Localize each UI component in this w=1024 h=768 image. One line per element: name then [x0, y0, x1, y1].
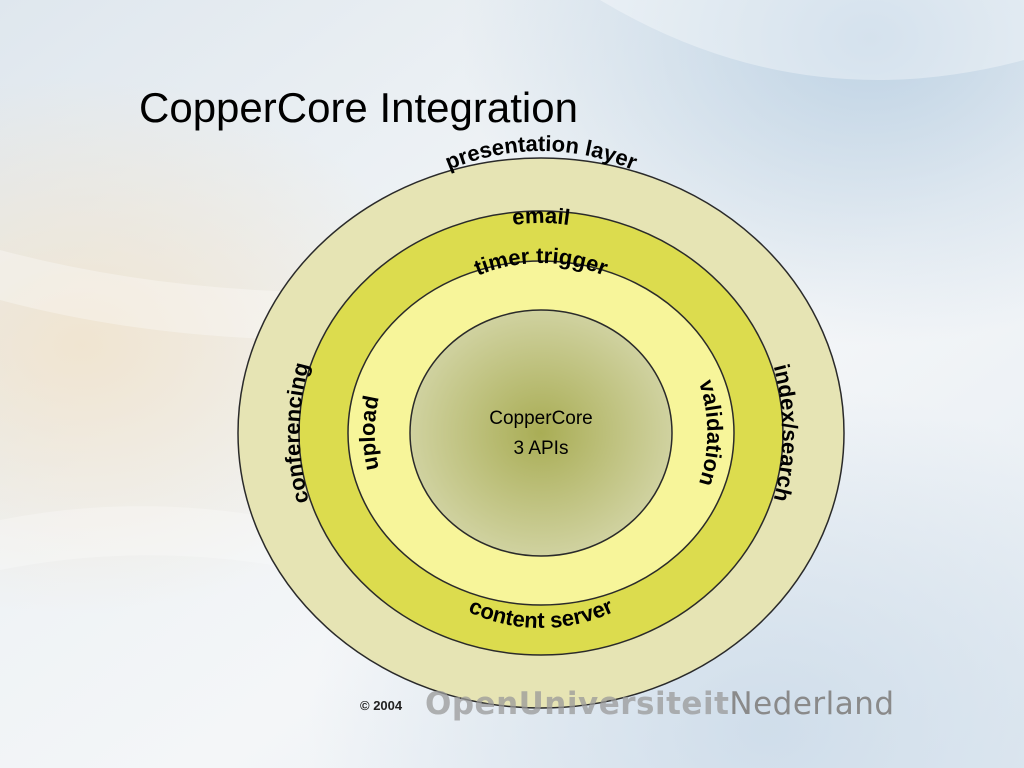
copyright-notice: © 2004: [360, 698, 403, 713]
logo-part-nederland: Nederland: [729, 686, 895, 722]
label-upload: upload: [355, 393, 384, 472]
open-universiteit-logo: OpenUniversiteitNederland: [425, 684, 895, 724]
core-circle: [409, 309, 673, 557]
core-label-line1: CopperCore: [489, 408, 593, 429]
core-label-line2: 3 APIs: [514, 438, 569, 459]
label-email: email: [511, 203, 572, 230]
logo-part-openuniversiteit: OpenUniversiteit: [425, 686, 730, 722]
slide-title: CopperCore Integration: [139, 84, 578, 131]
